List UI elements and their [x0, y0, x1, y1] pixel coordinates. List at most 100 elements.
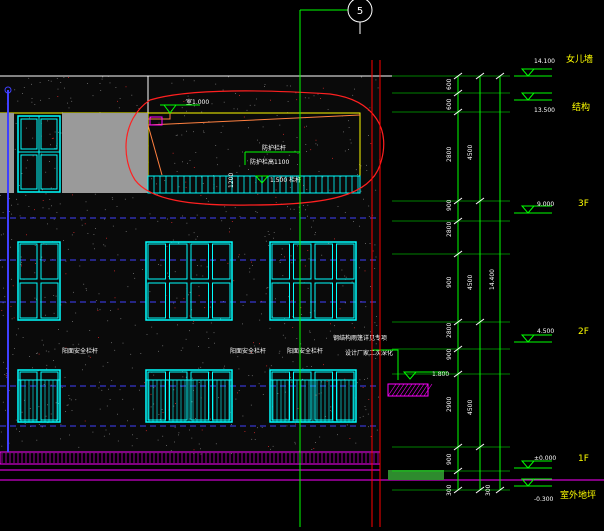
texture-dot: [64, 376, 66, 378]
texture-dot: [314, 234, 316, 236]
texture-dot: [322, 176, 324, 178]
texture-dot: [70, 399, 72, 401]
texture-dot: [22, 93, 23, 94]
texture-dot: [237, 392, 238, 394]
texture-dot: [202, 183, 204, 184]
texture-dot: [218, 397, 219, 399]
window-pane: [336, 243, 355, 280]
texture-dot: [200, 453, 202, 455]
elev-floor3: 9.000: [537, 201, 554, 208]
texture-dot: [225, 211, 227, 213]
texture-dot: [326, 380, 328, 382]
texture-dot: [68, 107, 70, 109]
texture-dot: [92, 431, 94, 433]
texture-dot: [182, 161, 183, 163]
texture-dot: [46, 368, 48, 370]
texture-dot: [47, 223, 48, 225]
texture-dot: [85, 201, 87, 203]
roof-outline-right: [148, 112, 361, 176]
texture-dot: [118, 107, 120, 109]
texture-dot: [222, 89, 224, 91]
texture-dot: [368, 355, 370, 357]
texture-dot: [341, 269, 343, 271]
texture-dot: [86, 209, 88, 211]
texture-dot: [298, 181, 300, 183]
texture-dot: [329, 330, 331, 332]
texture-dot: [265, 240, 267, 242]
window-pane: [336, 282, 355, 319]
texture-dot: [3, 287, 4, 289]
texture-dot: [279, 262, 281, 263]
downpipe-head: [4, 86, 12, 94]
texture-dot: [186, 222, 188, 224]
texture-dot: [158, 414, 160, 415]
texture-dot: [367, 413, 369, 415]
texture-dot: [41, 153, 43, 155]
window-pane: [212, 243, 231, 280]
texture-dot: [9, 198, 10, 200]
texture-dot: [265, 150, 267, 152]
texture-dot: [253, 278, 255, 280]
texture-dot: [361, 76, 362, 78]
texture-dot: [173, 405, 175, 407]
texture-dot: [254, 432, 255, 434]
texture-dot: [342, 285, 344, 287]
texture-dot: [313, 95, 315, 97]
window-pane: [147, 282, 166, 319]
texture-dot: [63, 240, 64, 241]
texture-dot: [54, 366, 56, 368]
texture-dot: [171, 82, 173, 84]
texture-dot: [189, 429, 190, 431]
texture-dot: [66, 330, 68, 332]
window-pane: [169, 243, 188, 280]
texture-dot: [57, 96, 59, 97]
texture-dot: [257, 193, 259, 195]
texture-dot: [375, 343, 377, 345]
texture-dot: [1, 445, 3, 447]
canopy-hatch: [387, 383, 433, 397]
texture-dot: [83, 283, 85, 285]
texture-dot: [167, 218, 168, 220]
texture-dot: [36, 353, 37, 354]
texture-dot: [103, 244, 105, 246]
texture-dot: [260, 300, 262, 302]
texture-dot: [216, 157, 218, 159]
texture-dot: [239, 165, 241, 167]
window-pane: [19, 243, 38, 280]
texture-dot: [172, 239, 174, 241]
texture-dot: [36, 298, 37, 300]
texture-dot: [355, 442, 357, 444]
texture-dot: [45, 415, 47, 417]
texture-dot: [349, 139, 351, 141]
texture-dot: [191, 377, 193, 379]
texture-dot: [34, 297, 36, 299]
texture-dot: [94, 248, 95, 250]
texture-dot: [89, 356, 91, 358]
elev-floor1: ±0.000: [534, 455, 556, 462]
texture-dot: [334, 325, 335, 327]
texture-dot: [136, 105, 138, 106]
texture-dot: [28, 206, 30, 207]
texture-dot: [14, 89, 16, 91]
texture-dot: [182, 376, 184, 378]
texture-dot: [97, 310, 99, 311]
texture-dot: [349, 438, 351, 439]
texture-dot: [189, 330, 190, 332]
texture-dot: [38, 424, 40, 425]
texture-dot: [359, 379, 361, 381]
texture-dot: [99, 309, 101, 311]
texture-dot: [16, 428, 17, 430]
texture-dot: [11, 204, 12, 206]
texture-dot: [81, 224, 83, 226]
texture-dot: [344, 337, 346, 338]
slope-line-b: [147, 114, 361, 126]
texture-dot: [270, 99, 271, 101]
canopy-note-1: 钢结构雨篷详见专项: [333, 334, 387, 342]
texture-dot: [261, 313, 262, 315]
canopy-hatch-line: [415, 383, 425, 397]
texture-dot: [330, 323, 331, 325]
texture-dot: [191, 437, 193, 439]
texture-dot: [248, 169, 249, 170]
texture-dot: [178, 432, 180, 434]
texture-dot: [227, 262, 229, 264]
